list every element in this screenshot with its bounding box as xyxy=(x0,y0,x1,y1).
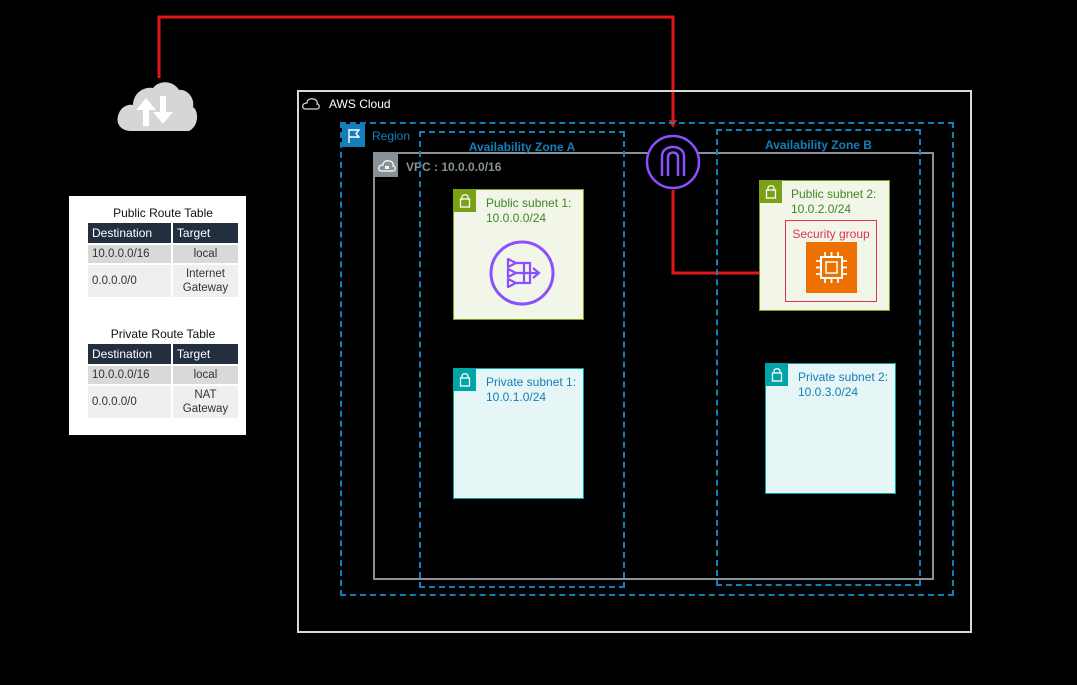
public-subnet-2: Public subnet 2: 10.0.2.0/24 Security gr… xyxy=(759,180,890,311)
public-subnet-2-label: Public subnet 2: 10.0.2.0/24 xyxy=(791,187,877,216)
private-subnet-1-label: Private subnet 1: 10.0.1.0/24 xyxy=(486,375,577,404)
private-route-header-target: Target xyxy=(171,344,238,365)
public-route-destination: 10.0.0.0/16 xyxy=(88,243,173,264)
table-row: 0.0.0.0/0 Internet Gateway xyxy=(88,263,238,297)
region-flag-icon xyxy=(342,124,365,147)
private-subnet-1: Private subnet 1: 10.0.1.0/24 xyxy=(453,368,584,499)
availability-zone-a-label: Availability Zone A xyxy=(468,140,576,154)
ec2-instance-icon xyxy=(806,242,857,293)
lock-icon xyxy=(759,180,782,203)
public-route-table-title: Public Route Table xyxy=(113,206,213,220)
public-route-table-grid: Destination Target 10.0.0.0/16 local 0.0… xyxy=(88,223,238,297)
private-route-target: local xyxy=(171,364,238,385)
internet-gateway-icon xyxy=(645,134,701,190)
vpc-icon xyxy=(375,154,398,177)
private-route-target: NAT Gateway xyxy=(171,384,238,418)
public-route-target: local xyxy=(171,243,238,264)
connector-igw-to-ec2 xyxy=(671,190,802,277)
private-route-table-grid: Destination Target 10.0.0.0/16 local 0.0… xyxy=(88,344,238,418)
table-row: 10.0.0.0/16 local xyxy=(88,243,238,264)
availability-zone-b: Availability Zone B xyxy=(716,129,921,586)
table-row: 0.0.0.0/0 NAT Gateway xyxy=(88,384,238,418)
private-route-destination: 0.0.0.0/0 xyxy=(88,384,173,418)
table-row: 10.0.0.0/16 local xyxy=(88,364,238,385)
private-subnet-2: Private subnet 2: 10.0.3.0/24 xyxy=(765,363,896,494)
internet-cloud-icon xyxy=(113,76,199,134)
route-tables-panel: Public Route Table Destination Target 10… xyxy=(69,196,246,435)
aws-cloud-label: AWS Cloud xyxy=(329,97,391,111)
private-subnet-2-label: Private subnet 2: 10.0.3.0/24 xyxy=(798,370,889,399)
connector-internet-to-igw xyxy=(157,15,677,128)
nat-gateway-icon xyxy=(488,239,556,307)
aws-cloud-group: AWS Cloud xyxy=(297,90,972,633)
security-group: Security group xyxy=(785,220,877,302)
public-route-table: Public Route Table Destination Target 10… xyxy=(88,206,238,297)
lock-icon xyxy=(765,363,788,386)
public-route-destination: 0.0.0.0/0 xyxy=(88,263,173,297)
private-route-header-destination: Destination xyxy=(88,344,173,365)
public-route-header-destination: Destination xyxy=(88,223,173,244)
private-route-table: Private Route Table Destination Target 1… xyxy=(88,327,238,418)
availability-zone-b-label: Availability Zone B xyxy=(765,138,872,152)
availability-zone-a: Availability Zone A xyxy=(419,131,625,588)
private-route-destination: 10.0.0.0/16 xyxy=(88,364,173,385)
lock-icon xyxy=(453,189,476,212)
region-group: Region xyxy=(340,122,954,596)
region-label: Region xyxy=(372,129,411,143)
vpc-label: VPC : 10.0.0.0/16 xyxy=(406,160,502,174)
public-subnet-1: Public subnet 1: 10.0.0.0/24 xyxy=(453,189,584,320)
public-route-header-target: Target xyxy=(171,223,238,244)
cloud-icon xyxy=(299,92,322,115)
private-route-table-title: Private Route Table xyxy=(110,327,216,341)
public-subnet-1-label: Public subnet 1: 10.0.0.0/24 xyxy=(486,196,572,225)
security-group-label: Security group xyxy=(792,227,870,241)
lock-icon xyxy=(453,368,476,391)
public-route-target: Internet Gateway xyxy=(171,263,238,297)
